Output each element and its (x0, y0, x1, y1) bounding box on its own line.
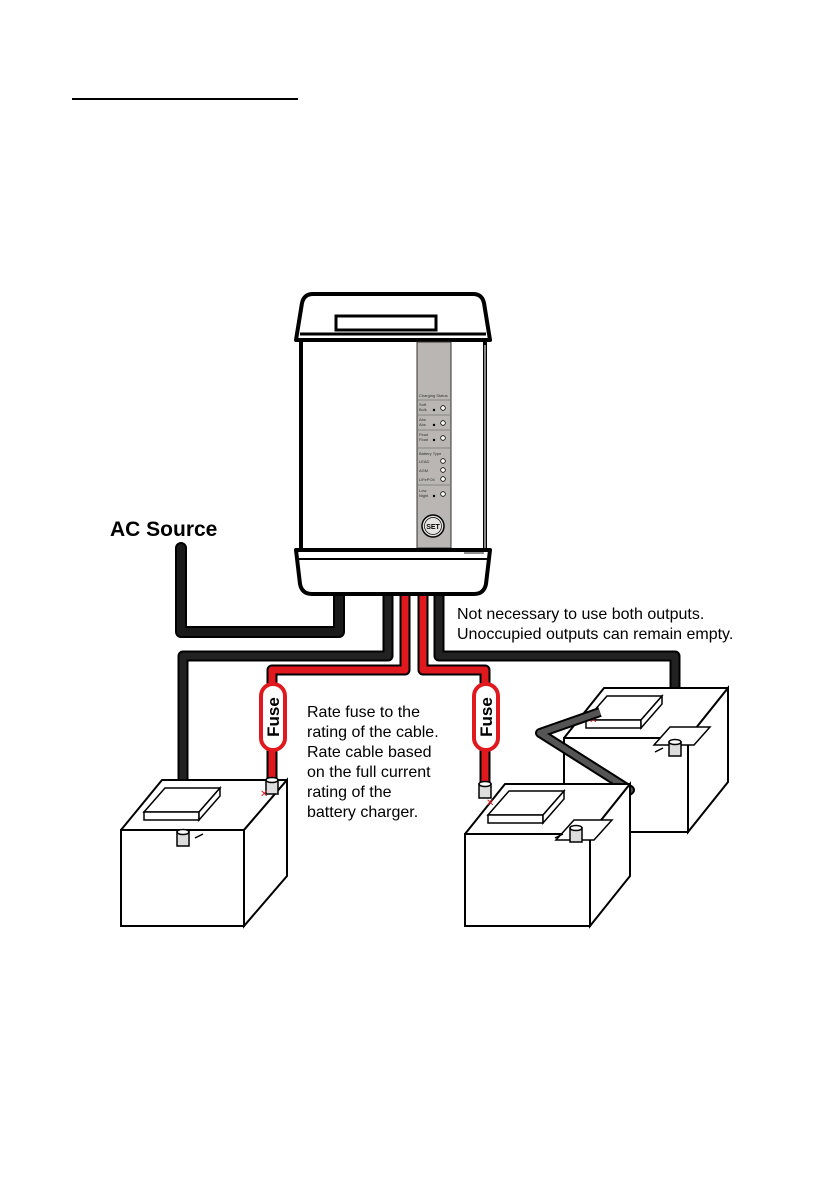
svg-text:LiFePO4: LiFePO4 (419, 477, 436, 482)
ac-source-label: AC Source (110, 518, 217, 542)
svg-text:✕: ✕ (260, 789, 268, 800)
set-button[interactable]: SET (422, 515, 444, 537)
svg-text:Abs: Abs (419, 422, 426, 427)
svg-text:LEAD: LEAD (419, 459, 430, 464)
svg-text:SET: SET (426, 524, 440, 531)
outputs-note: Not necessary to use both outputs. Unocc… (457, 605, 733, 645)
svg-text:Fuse: Fuse (264, 697, 283, 737)
svg-text:✕: ✕ (486, 798, 494, 809)
svg-text:Night: Night (419, 493, 429, 498)
charger-device: Charging Status Soft Bulk Abs Abs Float … (296, 294, 490, 594)
fuse-note: Rate fuse to the rating of the cable. Ra… (307, 703, 467, 823)
svg-text:Float: Float (419, 437, 429, 442)
fuse-icon: Fuse (474, 684, 498, 750)
battery-type-label: Battery Type (419, 451, 442, 456)
fuse-icon: Fuse (261, 684, 285, 750)
svg-text:Fuse: Fuse (477, 697, 496, 737)
svg-text:AGM: AGM (419, 468, 428, 473)
battery-icon: ✕ (121, 778, 287, 927)
battery-icon: ✕ (465, 782, 630, 927)
charging-status-label: Charging Status (419, 393, 448, 398)
svg-text:Bulk: Bulk (419, 407, 427, 412)
